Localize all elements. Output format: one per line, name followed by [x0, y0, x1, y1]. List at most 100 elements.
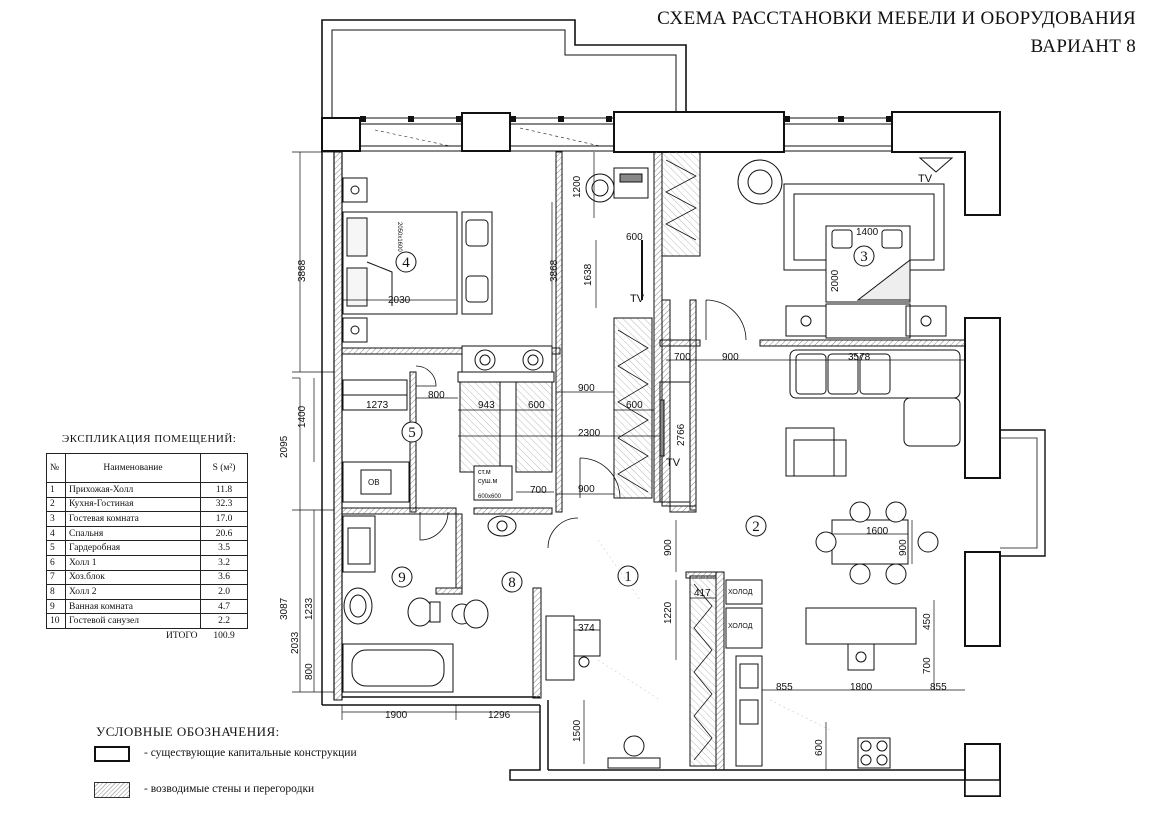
closets: [613, 151, 717, 767]
explication-cell-name: Гостевая комната: [65, 511, 201, 527]
dimension-label: 1273: [366, 400, 389, 411]
washer-label-3: 600х600: [478, 494, 502, 500]
dimension-label: 374: [578, 623, 595, 634]
explication-cell-name: Прихожая-Холл: [65, 482, 201, 498]
tv-labels: TV TV TV: [630, 173, 933, 469]
dimension-label: 900: [722, 352, 739, 363]
hall-pouf: [623, 735, 645, 757]
living-furniture: [725, 349, 961, 769]
dimension-label: 3868: [297, 259, 308, 282]
col-area-header: S (м²): [200, 453, 248, 483]
room-number-3: 3: [860, 249, 868, 265]
dimension-label: 1233: [304, 597, 315, 620]
room-marker-9: [391, 566, 413, 588]
wardrobe-rod: [457, 371, 555, 383]
explication-cell-num: 5: [46, 540, 66, 556]
dimension-label: 1400: [297, 405, 308, 428]
explication-cell-name: Гостевой санузел: [65, 613, 201, 629]
hall-furniture: [545, 615, 661, 769]
explication-cell-area: 2.0: [200, 584, 248, 600]
dimension-label: 1600: [866, 526, 889, 537]
fridge-label-1: ХОЛОД: [728, 589, 753, 596]
dimension-label: 2030: [388, 295, 411, 306]
room-marker-8: [501, 571, 523, 593]
dimension-label: 700: [674, 352, 691, 363]
explication-cell-area: 17.0: [200, 511, 248, 527]
fridge-label-2: ХОЛОД: [728, 623, 753, 630]
desk: [613, 167, 649, 199]
toilet-9: [407, 597, 433, 627]
explication-cell-name: Холл 2: [65, 584, 201, 600]
left-wall: [321, 151, 540, 706]
top-wall-lines: [360, 117, 892, 152]
explication-cell-num: 1: [46, 482, 66, 498]
dining-table: [831, 519, 909, 565]
dimension-label: 600: [814, 739, 825, 756]
washer-label-2: суш.м: [478, 478, 498, 485]
explication-cell-num: 8: [46, 584, 66, 600]
explication-cell-area: 11.8: [200, 482, 248, 498]
column-top-1: [461, 112, 511, 152]
column-right-2: [964, 551, 1001, 647]
dimension-label: 855: [930, 682, 947, 693]
explication-cell-name: Кухня-Гостиная: [65, 496, 201, 513]
room-number-1: 1: [624, 569, 632, 585]
bathroom-furniture: [342, 515, 517, 693]
explication-cell-name: Гардеробная: [65, 540, 201, 556]
explication-cell-area: 32.3: [200, 496, 248, 513]
room-marker-4: [395, 251, 417, 273]
closet-left: [613, 317, 653, 499]
dimension-label: 800: [428, 390, 445, 401]
drawing-title-line2: ВАРИАНТ 8: [1030, 36, 1136, 57]
dimension-label: 1296: [488, 710, 511, 721]
legend-item-capital: - существующие капитальные конструкции: [92, 746, 412, 766]
tv-label-corridor: TV: [630, 293, 645, 305]
doors: [415, 299, 747, 549]
explication-cell-num: 4: [46, 525, 66, 542]
washer-label-1: ст.м: [478, 469, 491, 476]
room-number-4: 4: [402, 255, 410, 271]
dimension-label: 2033: [290, 631, 301, 654]
room-markers: [391, 245, 875, 593]
dimension-label: 1220: [663, 601, 674, 624]
dimension-label: 900: [663, 539, 674, 556]
capital-walls: [321, 19, 1046, 797]
dimension-label: 2095: [279, 435, 290, 458]
coffee-table: [785, 427, 835, 477]
cooktop: [857, 737, 891, 769]
dimension-label: 900: [898, 539, 909, 556]
explication-cell-num: 9: [46, 598, 66, 615]
nightstand-bottom: [342, 317, 368, 343]
fridge-1: [725, 579, 763, 605]
dimension-label: 2000: [830, 269, 841, 292]
explication-cell-area: 3.6: [200, 569, 248, 586]
dimension-label: 417: [694, 588, 711, 599]
room-number-8: 8: [508, 575, 516, 591]
room-number-2: 2: [752, 519, 760, 535]
dimension-label: 700: [530, 485, 547, 496]
explication-cell-num: 2: [46, 496, 66, 513]
room-number-5: 5: [408, 425, 416, 441]
legend-label-capital: - существующие капитальные конструкции: [144, 747, 357, 759]
nightstand-3a: [785, 305, 827, 337]
dimension-label: 600: [626, 400, 643, 411]
explication-cell-name: Хоз.блок: [65, 569, 201, 586]
dimension-label: 3578: [848, 352, 871, 363]
dimension-label: 3868: [549, 259, 560, 282]
room-marker-2: [745, 515, 767, 537]
explication-cell-area: 2.2: [200, 613, 248, 629]
bottom-wall: [509, 700, 1001, 797]
guest-room-furniture: [737, 157, 954, 339]
fridge-2: [725, 607, 763, 649]
kitchen-island: [805, 607, 917, 645]
explication-cell-area: 3.5: [200, 540, 248, 556]
